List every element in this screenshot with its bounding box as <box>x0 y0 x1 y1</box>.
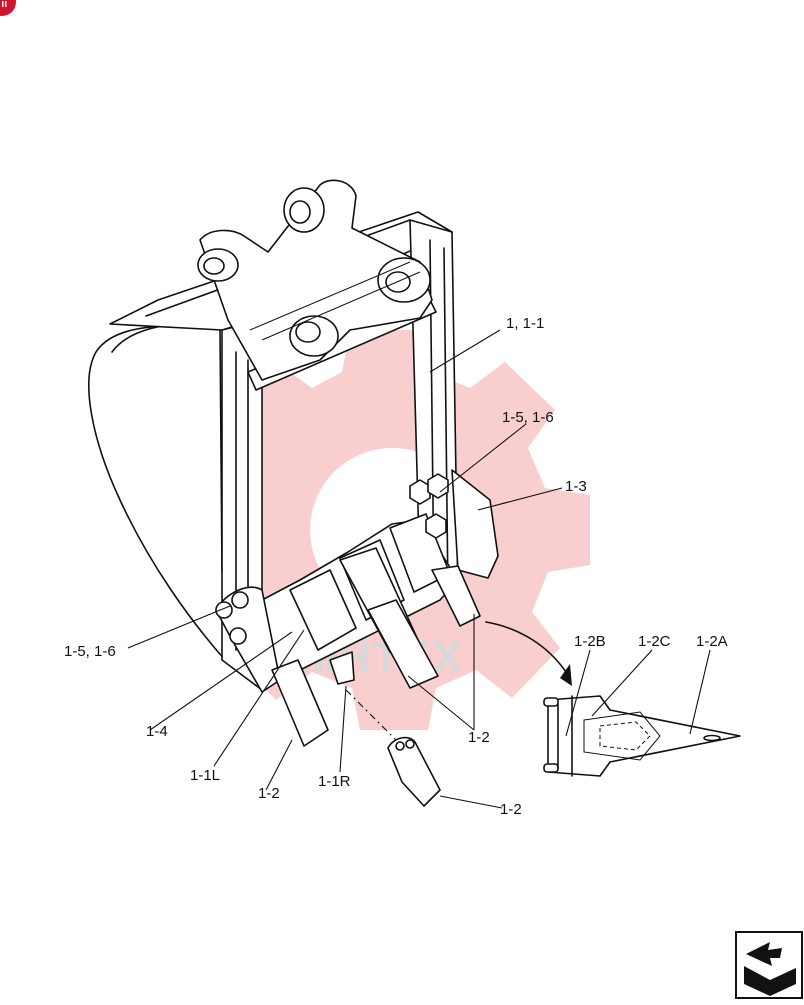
detail-arrow <box>485 621 567 673</box>
label-adapter-right: 1-1R <box>318 773 351 790</box>
label-side-cutter: 1-3 <box>565 478 587 495</box>
tooth-detail-drawing <box>543 695 741 777</box>
bolt-icon <box>409 473 449 539</box>
label-detail-b: 1-2B <box>574 633 606 650</box>
detached-tooth <box>387 736 441 807</box>
label-side-plate: 1-4 <box>146 723 168 740</box>
arrow-head-icon <box>560 664 572 686</box>
label-bolt-lower: 1-5, 1-6 <box>64 643 116 660</box>
label-bucket: 1, 1-1 <box>506 315 544 332</box>
tooth-on-bucket <box>271 547 481 747</box>
label-bolt-upper: 1-5, 1-6 <box>502 409 554 426</box>
pin-lower-left-icon <box>289 315 339 357</box>
label-detail-c: 1-2C <box>638 633 671 650</box>
label-detail-a: 1-2A <box>696 633 728 650</box>
bucket-drawing <box>88 179 499 693</box>
pin-upper-left-icon <box>197 248 239 282</box>
corner-badge-icon <box>0 0 16 16</box>
pin-upper-right-icon <box>283 187 325 233</box>
label-tooth-group: 1-2 <box>468 729 490 746</box>
label-tooth-left: 1-2 <box>258 785 280 802</box>
bolt-left-icon <box>215 591 249 645</box>
return-arrow-icon[interactable] <box>735 931 803 999</box>
label-adapter-left: 1-1L <box>190 767 220 784</box>
label-tooth-detached: 1-2 <box>500 801 522 818</box>
pin-lower-right-icon <box>377 257 431 303</box>
